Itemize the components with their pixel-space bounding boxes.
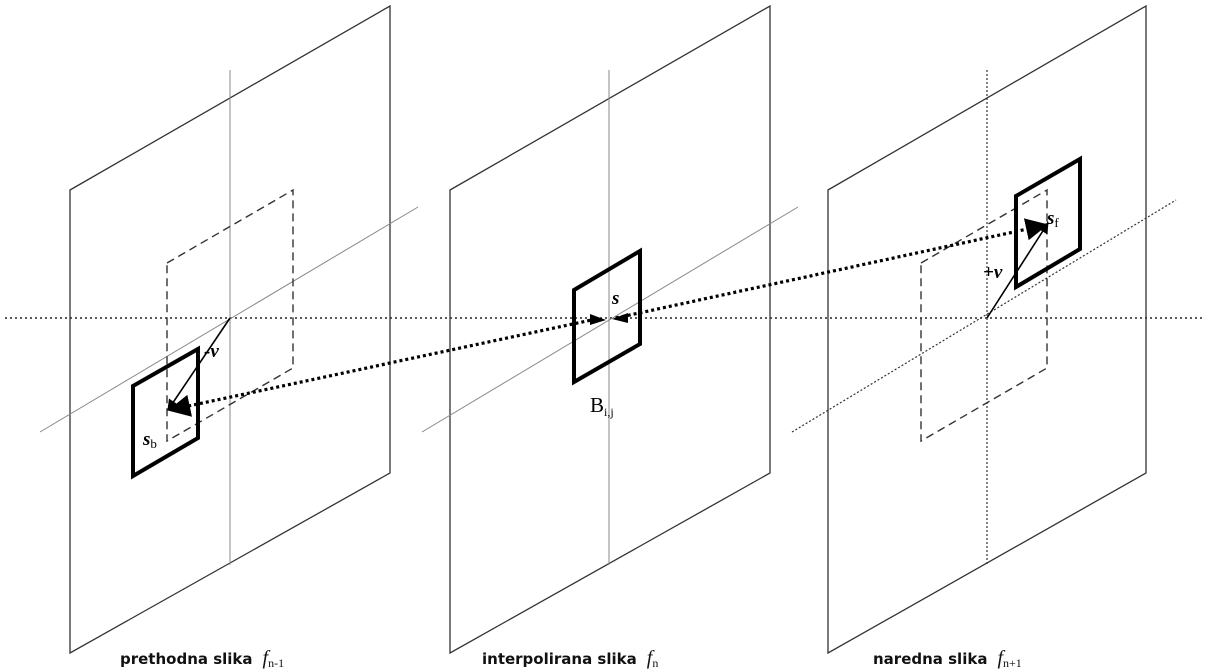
frame-previous: -v sb — [39, 4, 419, 655]
block-name-bij: Bi,j — [590, 393, 614, 419]
frame-plane — [827, 4, 1147, 655]
search-window — [166, 188, 294, 443]
interpolated-block — [572, 247, 642, 386]
diagonal-axis — [421, 206, 799, 433]
frame-plane — [69, 4, 391, 655]
trajectory-center-left-arrow — [590, 314, 606, 325]
trajectory-to-next — [615, 218, 1049, 320]
vector-label-plus-v: +v — [983, 262, 1003, 283]
frame-plane — [449, 4, 771, 655]
motion-vector-backward — [167, 317, 231, 411]
matched-block — [131, 345, 200, 480]
search-window — [920, 188, 1048, 443]
trajectory-center-right-arrow — [612, 313, 628, 323]
block-label-s: s — [611, 288, 619, 309]
block-label-sb: sb — [142, 429, 157, 451]
block-label-sf: sf — [1046, 208, 1059, 230]
trajectory-to-previous — [167, 317, 597, 417]
frame-interpolated: s Bi,j — [421, 4, 799, 655]
matched-block — [1014, 155, 1082, 291]
vector-label-minus-v: -v — [204, 341, 219, 362]
diagonal-axis — [791, 199, 1177, 433]
frame-next: +v sf — [791, 4, 1177, 655]
